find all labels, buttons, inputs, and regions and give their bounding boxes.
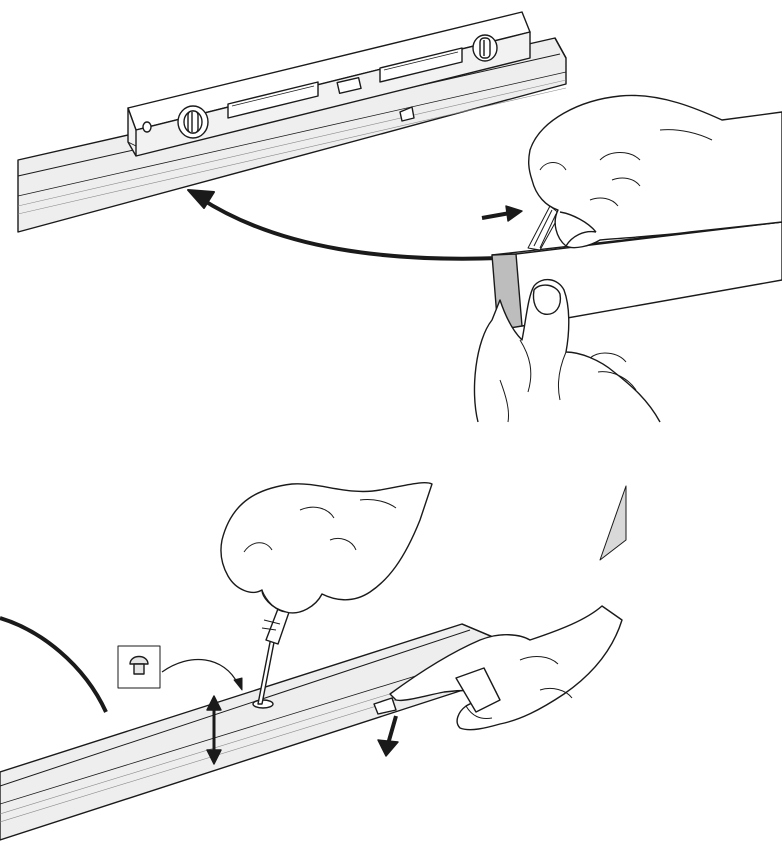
cap-plug-arrow-head (234, 678, 242, 690)
level-hang-hole (143, 122, 151, 132)
top-panel (18, 12, 782, 422)
hand-screwdriver (221, 483, 432, 613)
wall-edge (600, 486, 626, 560)
cap-plug-arrow (162, 660, 238, 685)
hand-upper (529, 95, 782, 247)
cable (0, 618, 106, 712)
level-vial-left (178, 106, 208, 138)
arrow-down-icon (378, 716, 398, 756)
bottom-panel (0, 483, 626, 840)
curved-arrow-icon (200, 198, 500, 259)
thumbnail (533, 285, 560, 314)
cap-plug-icon (118, 646, 160, 688)
level-vial-right (473, 35, 497, 61)
rail-bottom (0, 624, 500, 840)
arrow-right-icon (482, 206, 522, 221)
